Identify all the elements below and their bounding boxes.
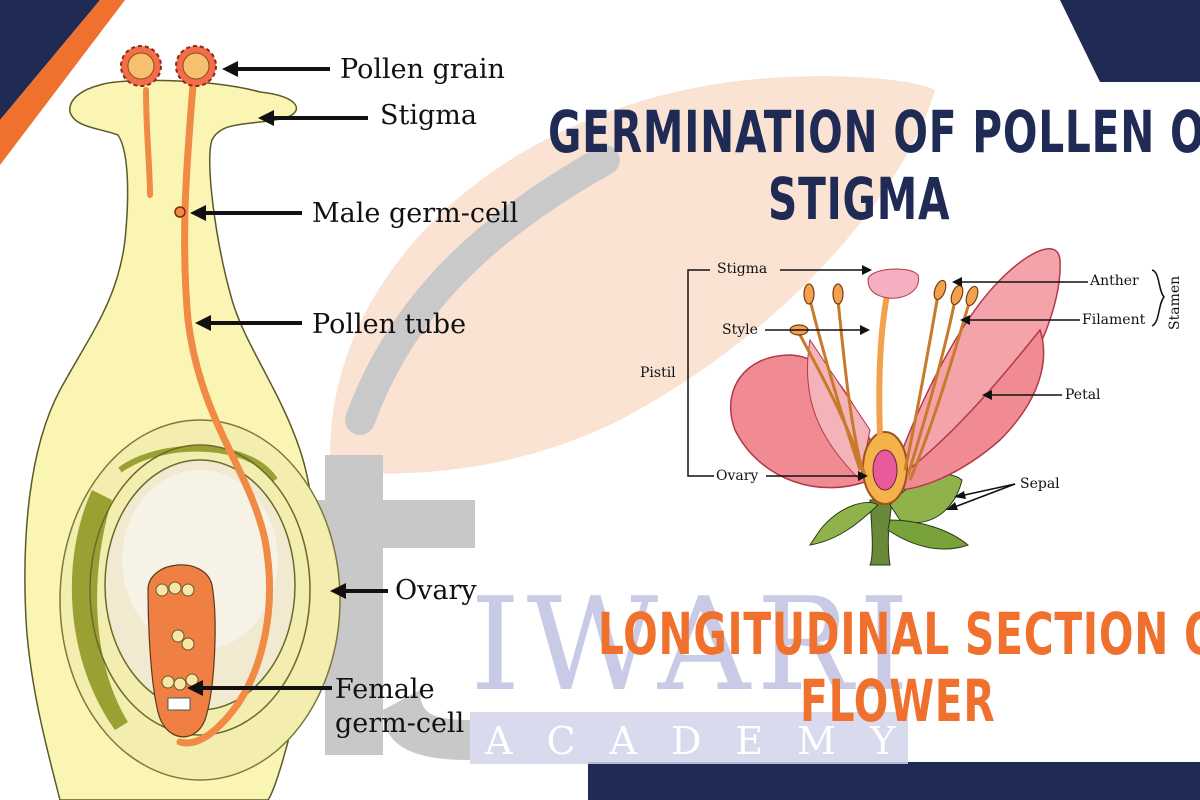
- flower-style: [876, 289, 891, 436]
- flower-label-sepal: Sepal: [1020, 476, 1060, 492]
- watermark-brand-text: IWARI: [470, 571, 916, 720]
- arrowhead-stigma: [258, 110, 274, 126]
- stamen-brace: [1151, 269, 1165, 327]
- label-pollen-grain: Pollen grain: [340, 54, 505, 85]
- petal-right-lower: [894, 328, 1045, 491]
- polar-nucleus-1: [171, 629, 185, 643]
- watermark-band: [470, 712, 908, 764]
- label-female-germ-cell-line1: Female: [335, 674, 435, 705]
- arrowhead-flower-ovary: [858, 471, 868, 481]
- anther-5: [950, 284, 964, 306]
- anther-4: [933, 279, 947, 301]
- flower-label-stamen: Stamen: [1167, 275, 1183, 330]
- line-sepal-2: [951, 483, 1016, 509]
- line-sepal-1: [959, 483, 1016, 497]
- stamen-anthers: [789, 279, 979, 336]
- arrowhead-flower-stigma: [862, 265, 872, 275]
- flower-label-stigma: Stigma: [717, 261, 768, 277]
- label-ovary: Ovary: [395, 575, 477, 606]
- arrowhead-flower-style: [860, 325, 870, 335]
- anther-1: [803, 283, 815, 305]
- flower-label-style: Style: [722, 322, 758, 338]
- short-pollen-tube: [143, 87, 153, 198]
- egg-cell: [173, 677, 187, 691]
- flower-label-filament: Filament: [1082, 312, 1146, 328]
- flower-stigma: [867, 268, 920, 299]
- flower-arrowheads: [858, 265, 992, 510]
- pistil-bracket: [687, 269, 714, 477]
- corner-navy-top-right: [1060, 0, 1200, 82]
- arrowhead-pollen-grain: [222, 61, 238, 77]
- pollen-tube: [176, 81, 273, 747]
- arrowhead-flower-petal: [982, 390, 992, 400]
- sepal-right-lower: [887, 519, 969, 550]
- pistil-label-arrows: [187, 61, 388, 696]
- label-stigma: Stigma: [380, 100, 477, 131]
- logo-t-foot: [383, 690, 470, 760]
- anther-2: [832, 283, 844, 305]
- arrowhead-male-germ-cell: [190, 205, 206, 221]
- antipodal-cell-3: [181, 583, 195, 597]
- micropyle: [167, 697, 191, 711]
- arrowhead-female-germ-cell: [187, 680, 203, 696]
- flower-stem: [869, 499, 893, 566]
- male-germ-cell-dot: [174, 206, 186, 218]
- arrowhead-ovary: [330, 583, 346, 599]
- label-male-germ-cell: Male germ-cell: [312, 198, 519, 229]
- flower-label-ovary: Ovary: [716, 468, 759, 484]
- antipodal-cell-1: [155, 583, 169, 597]
- flower-ovule: [872, 449, 898, 491]
- arrowhead-sepal-1: [954, 491, 966, 499]
- logo-swoosh: [345, 145, 620, 435]
- heading-germination-line1: GERMINATION OF POLLEN ON: [548, 98, 1200, 166]
- flower-label-anther: Anther: [1090, 273, 1139, 289]
- heading-germination-line2: STIGMA: [768, 165, 951, 233]
- antipodal-cell-2: [168, 581, 182, 595]
- filament-4: [903, 294, 940, 471]
- label-female-germ-cell-line2: germ-cell: [335, 708, 465, 739]
- pollen-grain-1: [127, 52, 155, 80]
- filament-3: [798, 334, 867, 476]
- stamen-filaments: [798, 294, 972, 481]
- label-pollen-tube: Pollen tube: [312, 309, 467, 340]
- integument-top: [118, 445, 278, 482]
- filament-1: [808, 299, 862, 471]
- arrowhead-pollen-tube: [195, 315, 211, 331]
- polar-nucleus-2: [181, 637, 195, 651]
- ovule-layer-1: [89, 444, 311, 736]
- embryo-sac: [147, 564, 216, 738]
- flower-label-lines: [687, 269, 1165, 509]
- sepal-left: [808, 501, 879, 546]
- integument-outer: [71, 490, 128, 730]
- arrowhead-flower-anther: [952, 277, 962, 287]
- bottom-navy-bar: [588, 762, 1200, 800]
- heading-section-line2: FLOWER: [800, 667, 996, 735]
- corner-orange-stripe: [0, 0, 125, 165]
- pollen-grain-2: [182, 52, 210, 80]
- heading-section-line1: LONGITUDINAL SECTION OF: [598, 600, 1200, 668]
- arrowhead-sepal-2: [946, 502, 958, 510]
- leaf-shape: [330, 76, 935, 474]
- anther-6: [965, 285, 979, 307]
- flower-label-petal: Petal: [1065, 387, 1101, 403]
- flower-label-pistil: Pistil: [640, 365, 676, 381]
- filament-5: [906, 299, 957, 476]
- watermark-sub-text: ACADEMY: [485, 719, 930, 763]
- arrowhead-flower-filament: [960, 315, 970, 325]
